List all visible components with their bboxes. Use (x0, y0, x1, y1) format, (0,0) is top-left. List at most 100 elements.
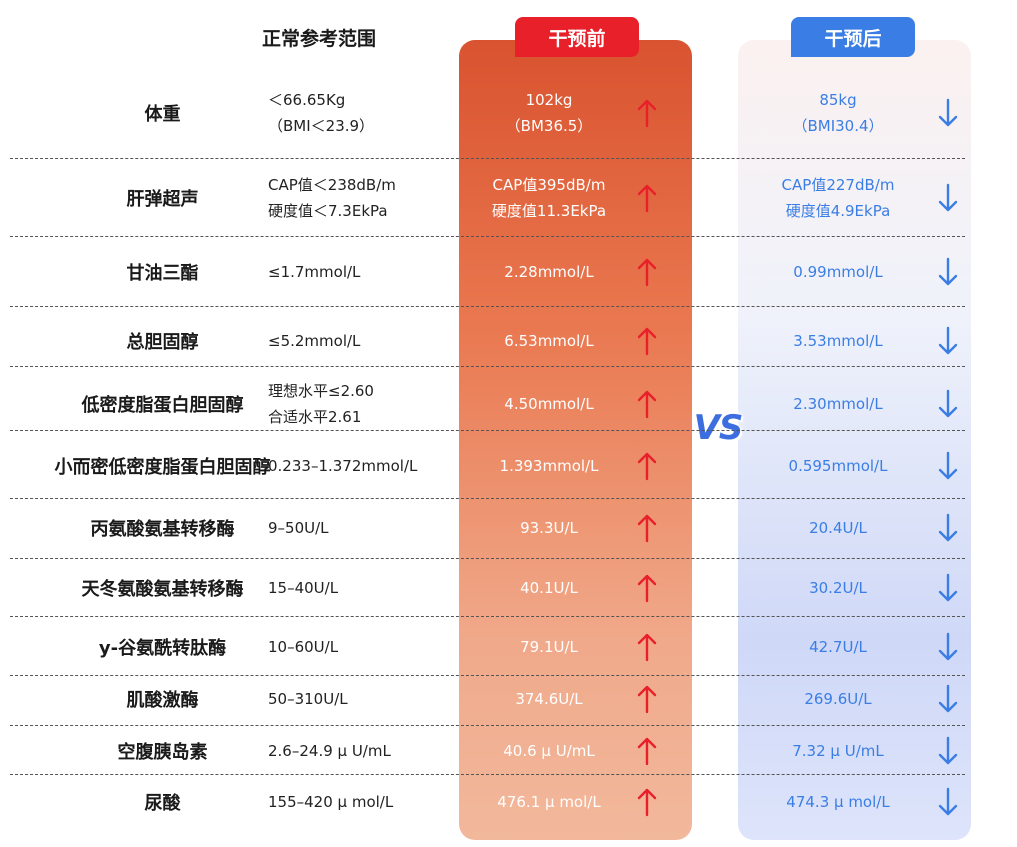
after-value-line: 269.6U/L (804, 690, 872, 708)
arrow-up-icon (637, 787, 657, 817)
reference-range-line: 硬度值＜7.3EkPa (268, 202, 388, 220)
arrow-down-icon (938, 451, 958, 481)
reference-range: 155–420 μ mol/L (268, 789, 458, 815)
reference-range-line: （BMI＜23.9） (268, 117, 375, 135)
after-value: 42.7U/L (738, 634, 938, 660)
after-value: 20.4U/L (738, 515, 938, 541)
after-value-line: 474.3 μ mol/L (786, 793, 890, 811)
before-value: 102kg （BM36.5） (459, 87, 639, 139)
after-value-line: （BMI30.4） (792, 117, 884, 135)
row-divider (10, 675, 965, 676)
row-label: 体重 (144, 104, 181, 125)
after-value: 0.595mmol/L (738, 453, 938, 479)
arrow-down-icon (938, 684, 958, 714)
before-value-line: 硬度值11.3EkPa (491, 202, 607, 220)
arrow-down-icon (938, 389, 958, 419)
before-value: 6.53mmol/L (459, 328, 639, 354)
before-value: 374.6U/L (459, 686, 639, 712)
before-value: CAP值395dB/m 硬度值11.3EkPa (459, 172, 639, 224)
after-value: 3.53mmol/L (738, 328, 938, 354)
before-value-line: 79.1U/L (520, 638, 578, 656)
row-divider (10, 616, 965, 617)
arrow-up-icon (637, 736, 657, 766)
reference-range-line: CAP值＜238dB/m (268, 176, 396, 194)
reference-range-line: 0.233–1.372mmol/L (268, 457, 418, 475)
after-value-line: CAP值227dB/m (781, 176, 895, 194)
row-divider (10, 430, 965, 431)
after-column-panel (738, 40, 971, 840)
after-value-line: 7.32 μ U/mL (792, 742, 884, 760)
before-value-line: 102kg (525, 91, 573, 109)
row-label: 小而密低密度脂蛋白胆固醇 (54, 457, 271, 478)
after-value-line: 3.53mmol/L (793, 332, 883, 350)
reference-range: 10–60U/L (268, 634, 458, 660)
after-value-line: 0.595mmol/L (788, 457, 888, 475)
arrow-up-icon (637, 632, 657, 662)
before-value-line: （BM36.5） (505, 117, 593, 135)
after-column-header: 干预后 (791, 17, 915, 57)
before-value: 79.1U/L (459, 634, 639, 660)
arrow-up-icon (637, 513, 657, 543)
arrow-down-icon (938, 183, 958, 213)
after-value: 7.32 μ U/mL (738, 738, 938, 764)
row-label: 天冬氨酸氨基转移酶 (81, 579, 244, 600)
arrow-down-icon (938, 573, 958, 603)
row-label: 空腹胰岛素 (117, 742, 208, 763)
before-value-line: 2.28mmol/L (504, 263, 594, 281)
reference-range-line: ≤1.7mmol/L (268, 263, 361, 281)
reference-range: CAP值＜238dB/m 硬度值＜7.3EkPa (268, 172, 458, 224)
arrow-up-icon (637, 573, 657, 603)
reference-range-line: ＜66.65Kg (268, 91, 346, 109)
after-value-line: 硬度值4.9EkPa (785, 202, 891, 220)
arrow-up-icon (637, 451, 657, 481)
arrow-down-icon (938, 632, 958, 662)
reference-range: ≤5.2mmol/L (268, 328, 458, 354)
before-value: 40.6 μ U/mL (459, 738, 639, 764)
after-value: 0.99mmol/L (738, 259, 938, 285)
row-label: 总胆固醇 (126, 332, 199, 353)
row-label: 丙氨酸氨基转移酶 (90, 519, 235, 540)
row-label: 肌酸激酶 (126, 690, 199, 711)
row-label: 甘油三酯 (126, 263, 199, 284)
after-value: 30.2U/L (738, 575, 938, 601)
reference-range: 理想水平≤2.60 合适水平2.61 (268, 378, 458, 430)
row-divider (10, 366, 965, 367)
before-value: 476.1 μ mol/L (459, 789, 639, 815)
before-value-line: 476.1 μ mol/L (497, 793, 601, 811)
arrow-down-icon (938, 98, 958, 128)
reference-range-line: 155–420 μ mol/L (268, 793, 394, 811)
arrow-up-icon (637, 326, 657, 356)
before-value-line: 93.3U/L (520, 519, 578, 537)
before-value-line: 4.50mmol/L (504, 395, 594, 413)
reference-range-line: ≤5.2mmol/L (268, 332, 361, 350)
row-divider (10, 158, 965, 159)
arrow-down-icon (938, 787, 958, 817)
row-divider (10, 306, 965, 307)
before-value: 93.3U/L (459, 515, 639, 541)
after-value: 85kg（BMI30.4） (738, 87, 938, 139)
arrow-down-icon (938, 326, 958, 356)
reference-range: 15–40U/L (268, 575, 458, 601)
reference-range-line: 9–50U/L (268, 519, 329, 537)
row-divider (10, 725, 965, 726)
reference-range: 2.6–24.9 μ U/mL (268, 738, 458, 764)
row-label: 尿酸 (144, 793, 181, 814)
row-label: y-谷氨酰转肽酶 (98, 638, 227, 659)
before-value-line: 374.6U/L (515, 690, 583, 708)
row-divider (10, 558, 965, 559)
arrow-up-icon (637, 684, 657, 714)
row-label: 低密度脂蛋白胆固醇 (81, 395, 244, 416)
before-value-line: 1.393mmol/L (499, 457, 599, 475)
reference-range-line: 2.6–24.9 μ U/mL (268, 742, 391, 760)
reference-range-line: 合适水平2.61 (268, 408, 362, 426)
arrow-up-icon (637, 257, 657, 287)
reference-range-line: 理想水平≤2.60 (268, 382, 374, 400)
after-value-line: 0.99mmol/L (793, 263, 883, 281)
row-divider (10, 236, 965, 237)
reference-range: 9–50U/L (268, 515, 458, 541)
vs-label: VS (693, 408, 744, 448)
reference-range-line: 15–40U/L (268, 579, 339, 597)
after-value: CAP值227dB/m 硬度值4.9EkPa (738, 172, 938, 224)
before-value-line: CAP值395dB/m (492, 176, 606, 194)
after-value: 2.30mmol/L (738, 391, 938, 417)
